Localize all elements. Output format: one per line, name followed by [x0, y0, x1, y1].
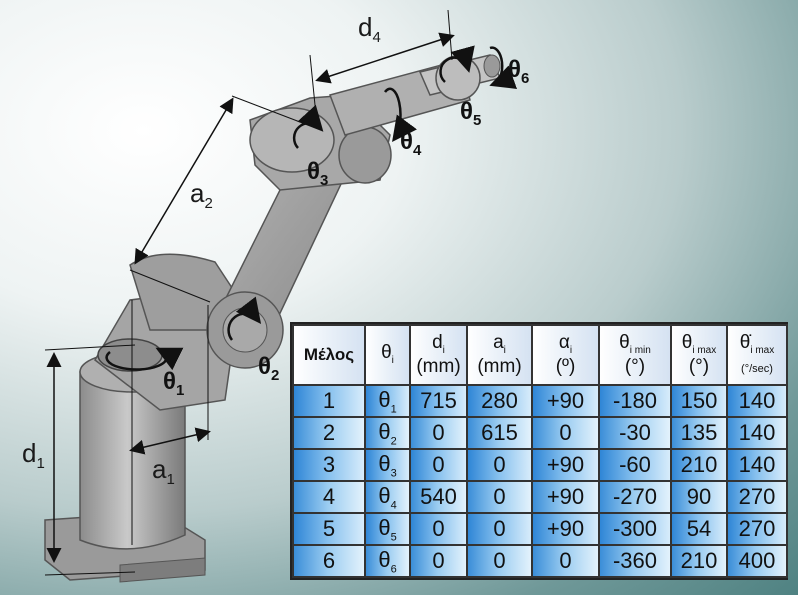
cell-theta-max: 210	[670, 448, 728, 482]
cell-theta-min: -360	[598, 544, 672, 578]
cell-theta-min: -270	[598, 480, 672, 514]
dimension-a1	[129, 427, 211, 455]
cell-a: 0	[466, 544, 533, 578]
cell-a: 0	[466, 512, 533, 546]
label-a2: a2	[190, 178, 213, 212]
table-row: 5 θ5 0 0 +90 -300 54 270	[292, 512, 788, 546]
cell-velocity-max: 140	[726, 416, 788, 450]
cell-link: 6	[292, 544, 366, 578]
rotation-arrow-theta5	[439, 45, 475, 83]
table-row: 6 θ6 0 0 0 -360 210 400	[292, 544, 788, 578]
cell-link: 1	[292, 384, 366, 418]
table-header-row: Μέλος θi di(mm) ai(mm) αi(º) θi min(°) θ…	[292, 324, 788, 386]
cell-a: 615	[466, 416, 533, 450]
cell-theta: θ5	[364, 512, 411, 546]
rotation-arrow-theta4	[383, 87, 417, 143]
header-a: ai(mm)	[466, 324, 533, 386]
cell-a: 0	[466, 448, 533, 482]
header-link: Μέλος	[292, 324, 366, 386]
cell-theta-max: 150	[670, 384, 728, 418]
table-row: 2 θ2 0 615 0 -30 135 140	[292, 416, 788, 450]
header-theta-max: θi max(°)	[670, 324, 728, 386]
cell-link: 2	[292, 416, 366, 450]
rotation-arrow-theta1	[105, 347, 184, 371]
label-d1: d1	[22, 438, 45, 472]
cell-link: 5	[292, 512, 366, 546]
cell-theta-min: -60	[598, 448, 672, 482]
table-row: 3 θ3 0 0 +90 -60 210 140	[292, 448, 788, 482]
cell-theta: θ2	[364, 416, 411, 450]
dh-parameter-table: Μέλος θi di(mm) ai(mm) αi(º) θi min(°) θ…	[290, 322, 788, 580]
rotation-arrow-theta6	[489, 46, 518, 89]
cell-a: 280	[466, 384, 533, 418]
rotation-arrow-theta2	[227, 296, 262, 341]
cell-d: 0	[409, 512, 468, 546]
cell-alpha: 0	[531, 416, 600, 450]
table-row: 1 θ1 715 280 +90 -180 150 140	[292, 384, 788, 418]
header-theta-min: θi min(°)	[598, 324, 672, 386]
cell-theta-min: -180	[598, 384, 672, 418]
header-velocity-max: θ̇i max(°/sec)	[726, 324, 788, 386]
cell-velocity-max: 270	[726, 512, 788, 546]
header-d: di(mm)	[409, 324, 468, 386]
joint-label-theta6: θ6	[508, 56, 530, 87]
joint-label-theta3: θ3	[307, 158, 329, 189]
joint-label-theta2: θ2	[258, 353, 280, 384]
cell-alpha: +90	[531, 448, 600, 482]
header-alpha: αi(º)	[531, 324, 600, 386]
cell-d: 0	[409, 544, 468, 578]
cell-theta-max: 90	[670, 480, 728, 514]
cell-link: 3	[292, 448, 366, 482]
cell-link: 4	[292, 480, 366, 514]
cell-theta-min: -30	[598, 416, 672, 450]
dimension-d4	[315, 32, 455, 84]
cell-d: 0	[409, 416, 468, 450]
cell-d: 0	[409, 448, 468, 482]
cell-theta-max: 135	[670, 416, 728, 450]
cell-theta-min: -300	[598, 512, 672, 546]
cell-velocity-max: 400	[726, 544, 788, 578]
table-row: 4 θ4 540 0 +90 -270 90 270	[292, 480, 788, 514]
cell-d: 715	[409, 384, 468, 418]
rotation-arrow-theta3	[292, 104, 324, 149]
label-d4: d4	[358, 12, 381, 46]
cell-theta: θ3	[364, 448, 411, 482]
cell-theta-max: 54	[670, 512, 728, 546]
cell-alpha: 0	[531, 544, 600, 578]
cell-velocity-max: 140	[726, 448, 788, 482]
cell-a: 0	[466, 480, 533, 514]
cell-theta: θ6	[364, 544, 411, 578]
cell-alpha: +90	[531, 512, 600, 546]
cell-theta-max: 210	[670, 544, 728, 578]
cell-alpha: +90	[531, 384, 600, 418]
cell-theta: θ1	[364, 384, 411, 418]
joint-label-theta5: θ5	[460, 98, 482, 129]
dimension-a2	[134, 97, 234, 265]
joint-label-theta1: θ1	[163, 368, 185, 399]
header-theta: θi	[364, 324, 411, 386]
cell-theta: θ4	[364, 480, 411, 514]
cell-velocity-max: 270	[726, 480, 788, 514]
cell-alpha: +90	[531, 480, 600, 514]
label-a1: a1	[152, 454, 175, 488]
joint-label-theta4: θ4	[400, 128, 422, 159]
cell-velocity-max: 140	[726, 384, 788, 418]
cell-d: 540	[409, 480, 468, 514]
